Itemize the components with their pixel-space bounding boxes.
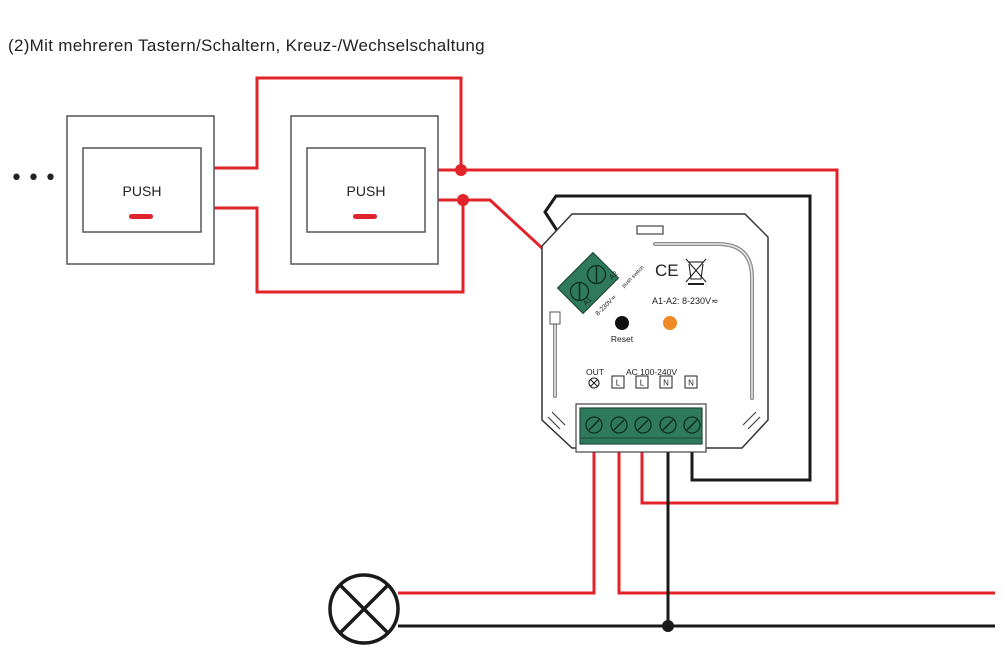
wire-switch1-bottom xyxy=(214,200,465,294)
terminal-label: N xyxy=(663,379,669,388)
wire-loop-black xyxy=(543,194,812,482)
weee-bin-icon xyxy=(685,258,707,285)
terminal-label: N xyxy=(688,379,694,388)
junction-dot xyxy=(662,620,674,632)
out-label: OUT xyxy=(586,367,604,377)
reset-button xyxy=(615,316,629,330)
junctions xyxy=(455,164,674,632)
more-switches-ellipsis: ••• xyxy=(10,166,61,191)
a1-label: A1 xyxy=(582,296,593,307)
switch-label: PUSH xyxy=(347,183,386,199)
output-terminal-block xyxy=(575,403,707,453)
junction-dot xyxy=(457,194,469,206)
wire-switch1-top xyxy=(214,76,463,170)
ac-label: AC 100-240V xyxy=(626,367,677,377)
out-lamp-symbol xyxy=(588,377,600,389)
controller-module: A1 A2 8-230V≂ push switch CE A1-A2: 8-23… xyxy=(541,213,769,453)
switch-led xyxy=(353,214,377,219)
terminal-labels: L L N N xyxy=(611,375,698,389)
terminal-label: L xyxy=(616,379,621,388)
junction-dot xyxy=(455,164,467,176)
lamp-symbol xyxy=(328,573,400,645)
reset-label: Reset xyxy=(611,334,634,344)
wires xyxy=(214,76,995,628)
wire-live-supply xyxy=(617,452,995,595)
push-switch-1: PUSH xyxy=(66,115,215,265)
switch-label: PUSH xyxy=(123,183,162,199)
wire-switch2-top xyxy=(438,168,839,505)
wire-out-to-lamp xyxy=(398,452,596,595)
terminal-label: L xyxy=(640,379,645,388)
input-terminal-block xyxy=(556,251,620,315)
diagram-title: (2)Mit mehreren Tastern/Schaltern, Kreuz… xyxy=(8,36,485,55)
switch-led xyxy=(129,214,153,219)
ce-mark: CE xyxy=(655,261,679,280)
push-switch-2: PUSH xyxy=(290,115,439,265)
module-top-tab xyxy=(636,225,664,235)
input-rating: A1-A2: 8-230V≂ xyxy=(652,296,719,306)
status-led xyxy=(663,316,677,330)
a2-label: A2 xyxy=(608,270,619,281)
